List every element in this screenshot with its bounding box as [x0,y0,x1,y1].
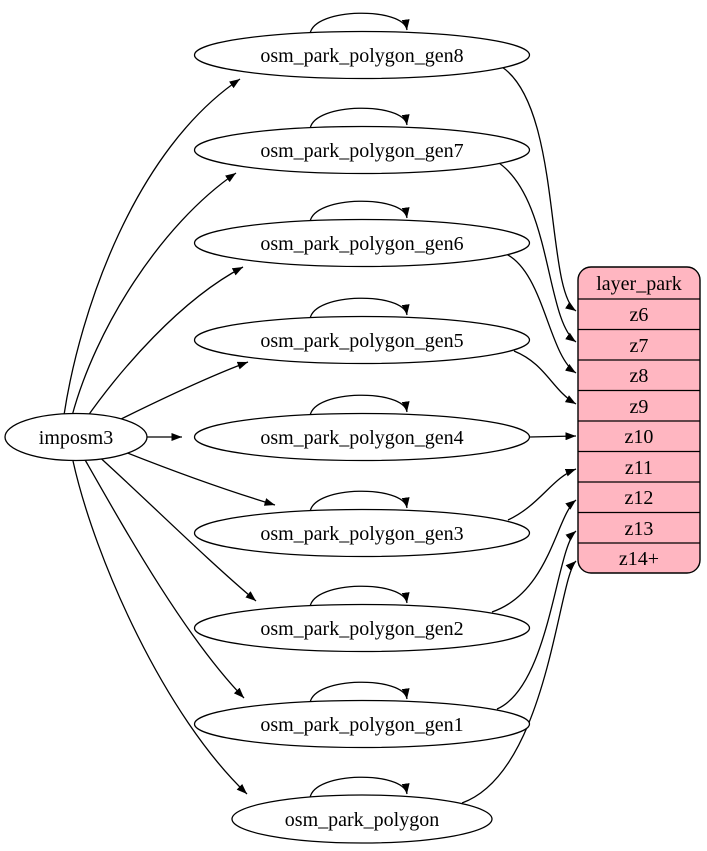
edge-gen3-to-z11 [507,468,577,521]
record-row-z6: z6 [630,304,649,326]
record-row-z13: z13 [625,518,654,540]
edges-layer [63,12,577,804]
edge-imposm3-to-gen5 [104,361,249,428]
edge-imposm3-to-gen3 [114,447,276,506]
table-ellipse [193,30,531,80]
record-row-z10: z10 [625,426,654,448]
self-loop-edge-gen2 [309,585,410,608]
imposm3-ellipse [4,412,148,462]
record-row-z12: z12 [625,487,654,509]
node-osm-park-polygon-gen7: osm_park_polygon_gen7 [193,125,531,175]
node-osm-park-polygon-gen3: osm_park_polygon_gen3 [193,508,531,558]
self-loop-edge-gen8 [309,12,410,35]
edge-imposm3-to-gen2 [94,452,257,602]
table-label: osm_park_polygon_gen4 [260,427,463,449]
edge-gen1-to-z13 [496,530,577,710]
table-label: osm_park_polygon [285,809,439,831]
edge-imposm3-to-gen7 [71,172,237,417]
edge-imposm3-to-gen1 [83,457,245,699]
record-row-z11: z11 [625,457,653,479]
node-layer-park: layer_park z6 z7 z8 z9 z10 z11 z12 z13 z… [577,266,701,574]
edge-gen4-to-z10 [529,432,577,441]
table-ellipse [193,508,531,558]
node-osm-park-polygon-gen5: osm_park_polygon_gen5 [193,315,531,365]
node-osm-park-polygon: osm_park_polygon [231,794,493,844]
edge-gen8-to-z6 [501,66,577,312]
record-row-z14: z14+ [619,548,659,570]
imposm3-label: imposm3 [39,427,113,449]
edge-polygon-to-z14 [461,560,577,804]
record-row-z7: z7 [630,335,649,357]
self-loop-edge-gen6 [309,200,410,223]
layer-park-box [577,266,701,574]
node-osm-park-polygon-gen4: osm_park_polygon_gen4 [193,412,531,462]
table-label: osm_park_polygon_gen7 [260,140,463,162]
layer-park-header: layer_park [596,273,682,295]
record-row-z9: z9 [630,396,649,418]
self-loop-edge-gen1 [309,681,410,704]
table-ellipse [193,412,531,462]
node-imposm3: imposm3 [4,412,148,462]
node-osm-park-polygon-gen6: osm_park_polygon_gen6 [193,218,531,268]
table-label: osm_park_polygon_gen2 [260,618,463,640]
self-loop-edge-gen4 [309,394,410,417]
nodes-layer: imposm3 osm_park_polygon_gen8 osm_park_p… [4,30,701,844]
table-label: osm_park_polygon_gen8 [260,45,463,67]
edge-gen5-to-z9 [513,350,577,405]
table-label: osm_park_polygon_gen5 [260,330,463,352]
record-row-z8: z8 [630,365,649,387]
table-ellipse [193,699,531,749]
table-ellipse [231,794,493,844]
edge-gen7-to-z7 [495,160,577,343]
self-loop-edge-gen3 [309,490,410,513]
table-label: osm_park_polygon_gen3 [260,523,463,545]
table-label: osm_park_polygon_gen1 [260,714,463,736]
edge-imposm3-to-gen8 [63,78,241,416]
edge-gen6-to-z8 [503,252,577,374]
table-ellipse [193,125,531,175]
table-ellipse [193,603,531,653]
node-osm-park-polygon-gen1: osm_park_polygon_gen1 [193,699,531,749]
self-loop-edge-polygon [309,776,410,799]
table-ellipse [193,315,531,365]
node-osm-park-polygon-gen8: osm_park_polygon_gen8 [193,30,531,80]
self-loop-edge-gen5 [309,297,410,320]
table-label: osm_park_polygon_gen6 [260,233,463,255]
edge-imposm3-to-polygon [72,460,248,795]
edge-gen2-to-z12 [491,499,577,613]
edge-imposm3-to-gen6 [84,266,244,421]
self-loop-edge-gen7 [309,107,410,130]
table-ellipse [193,218,531,268]
node-osm-park-polygon-gen2: osm_park_polygon_gen2 [193,603,531,653]
